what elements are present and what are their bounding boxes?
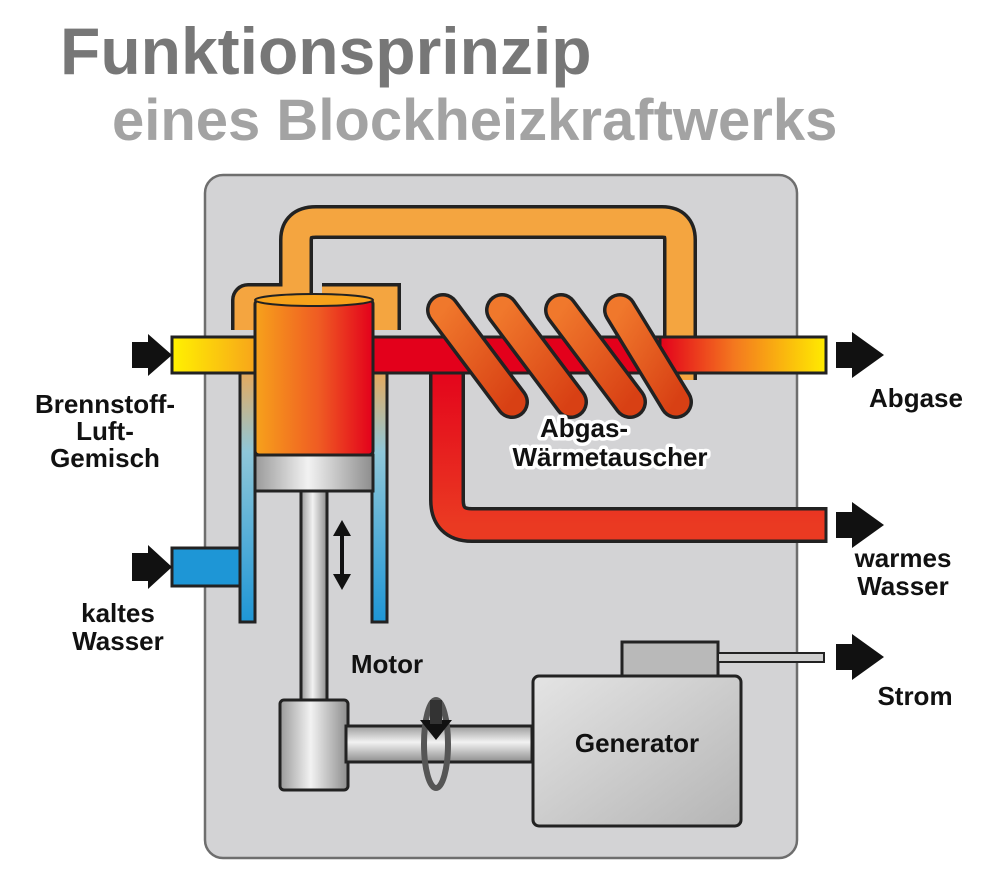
label-motor: Motor (351, 649, 423, 679)
label-cold-water-1: kaltes (81, 598, 155, 628)
label-heat-exchanger: Abgas- Wärmetauscher (509, 410, 711, 476)
label-warm-water: warmes Wasser (854, 543, 952, 601)
connecting-rod (299, 489, 329, 705)
label-warm-water-2: Wasser (857, 571, 949, 601)
label-fuel-3: Gemisch (50, 443, 160, 473)
rotation-arrow-icon (420, 697, 452, 791)
label-fuel-2: Luft- (76, 416, 134, 446)
title-line-1: Funktionsprinzip (60, 14, 592, 88)
title-line-2: eines Blockheizkraftwerks (112, 88, 838, 153)
label-generator: Generator (575, 728, 699, 758)
heat-exchanger-coil (426, 293, 693, 419)
fuel-inlet-pipe (170, 335, 260, 375)
piston (253, 453, 375, 493)
arrow-right-icon (132, 332, 884, 680)
label-exhaust: Abgase (869, 383, 963, 413)
warm-water-pipe (429, 360, 828, 543)
label-fuel-1: Brennstoff- (35, 389, 175, 419)
generator (531, 640, 825, 828)
label-heat-exchanger-2: Wärmetauscher (512, 442, 707, 472)
label-cold-water: kaltes Wasser (72, 598, 164, 656)
double-arrow-icon (333, 520, 351, 590)
engine-cylinder (253, 293, 375, 457)
label-heat-exchanger-1: Abgas- (540, 413, 628, 443)
label-power: Strom (877, 681, 952, 711)
label-warm-water-1: warmes (854, 543, 952, 573)
label-fuel: Brennstoff- Luft- Gemisch (35, 389, 175, 473)
label-cold-water-2: Wasser (72, 626, 164, 656)
